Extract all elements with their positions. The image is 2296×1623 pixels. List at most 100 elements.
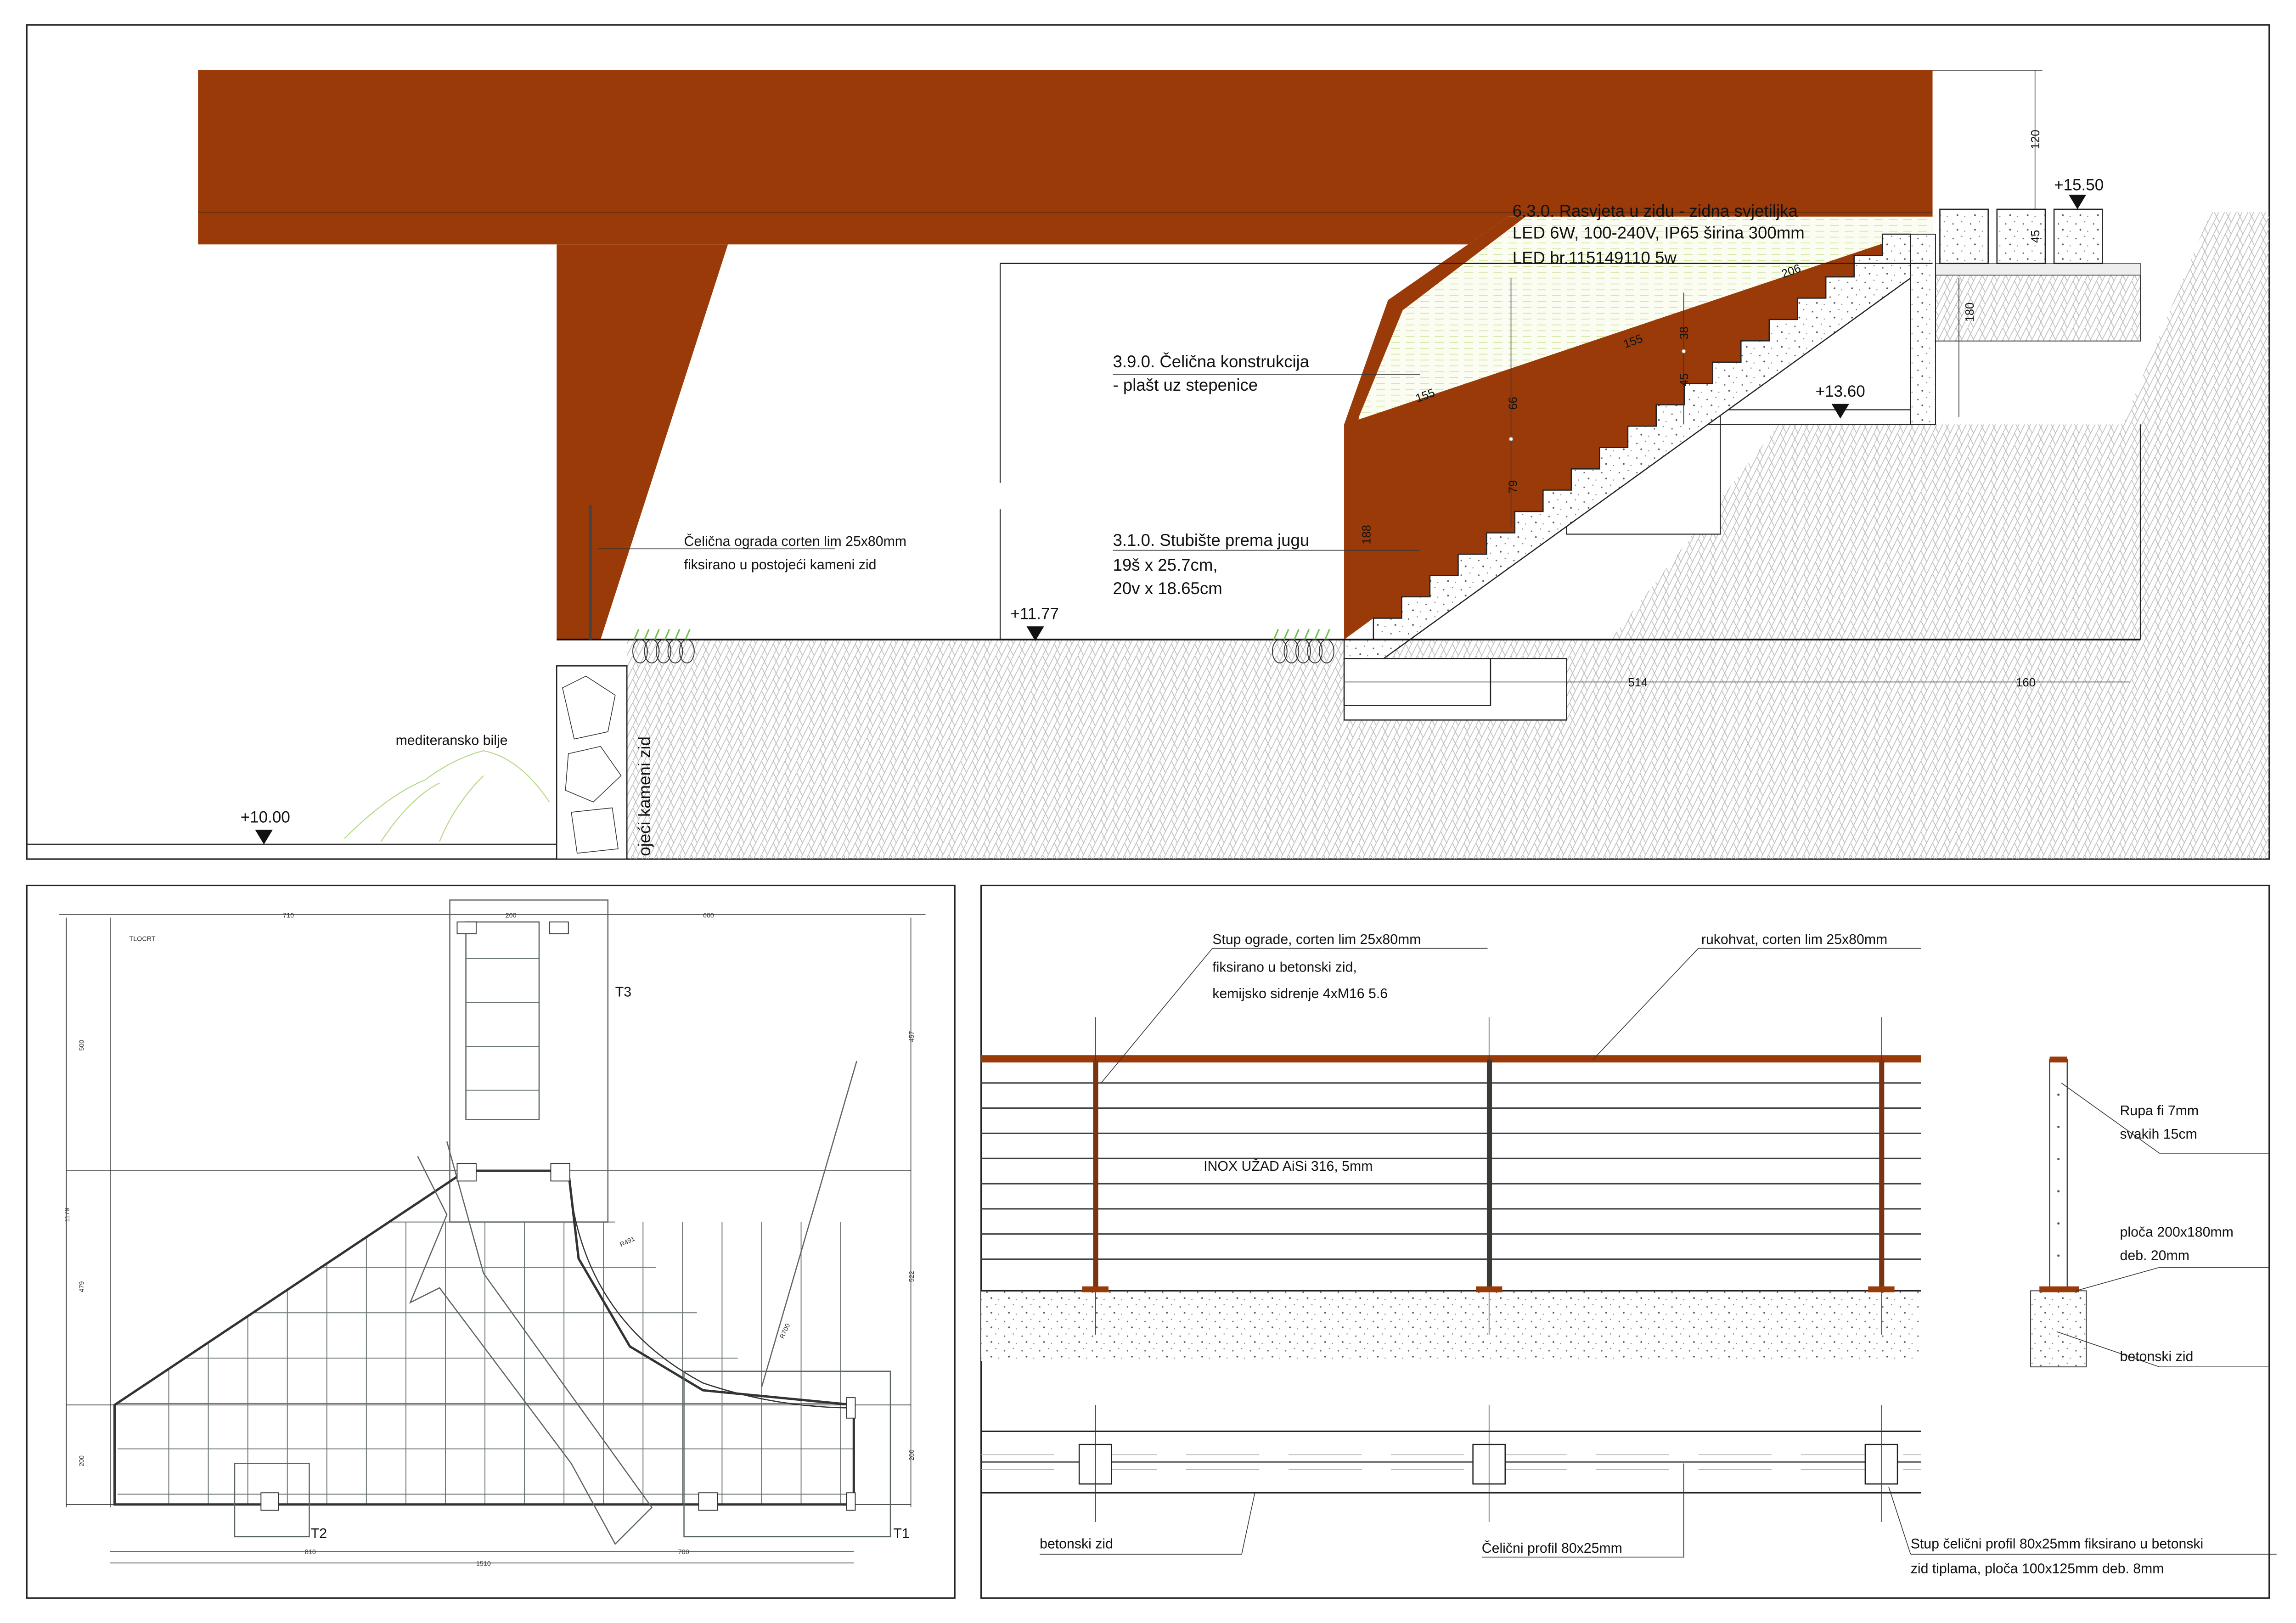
railing-panel: Stup ograde, corten lim 25x80mm fiksiran… xyxy=(980,884,2277,1599)
posts xyxy=(1082,1017,1895,1335)
leader-lines xyxy=(1040,948,2277,1558)
plan-outline xyxy=(113,1169,855,1506)
railing-plan-view xyxy=(981,1405,1921,1522)
zone-t1-label: T1 xyxy=(893,1526,909,1541)
svg-text:LED 6W, 100-240V, IP65 širina: LED 6W, 100-240V, IP65 širina 300mm xyxy=(1513,224,1805,242)
svg-text:1179: 1179 xyxy=(64,1208,71,1222)
svg-text:3.9.0. Čelična konstrukcija: 3.9.0. Čelična konstrukcija xyxy=(1113,352,1309,371)
svg-text:810: 810 xyxy=(305,1549,316,1556)
corten-column xyxy=(557,244,728,640)
svg-text:38: 38 xyxy=(1678,326,1691,339)
concrete-stairs xyxy=(1343,233,1911,659)
svg-text:200: 200 xyxy=(506,912,517,920)
post-label: Stup ograde, corten lim 25x80mm fiksiran… xyxy=(1212,932,1421,1001)
anchor-plates xyxy=(260,921,856,1511)
svg-text:- plašt uz stepenice: - plašt uz stepenice xyxy=(1113,376,1258,394)
shrub-roots xyxy=(632,639,1334,663)
svg-text:710: 710 xyxy=(283,912,294,920)
lighting-label: 6.3.0. Rasvjeta u zidu - zidna svjetiljk… xyxy=(1513,202,1805,267)
inox-cables xyxy=(981,1082,1921,1260)
post-side-detail xyxy=(2030,1056,2087,1368)
svg-text:514: 514 xyxy=(1628,676,1648,689)
svg-text:deb. 20mm: deb. 20mm xyxy=(2120,1248,2189,1263)
svg-text:479: 479 xyxy=(79,1281,86,1292)
svg-text:Čelična ograda corten lim 25x8: Čelična ograda corten lim 25x80mm xyxy=(684,534,906,549)
curved-railing xyxy=(568,1170,854,1409)
zone-t3-label: T3 xyxy=(615,985,631,1000)
svg-text:79: 79 xyxy=(1507,480,1519,493)
level-10-00: +10.00 xyxy=(241,808,290,826)
svg-text:188: 188 xyxy=(1361,525,1373,545)
concrete-wall-elevation xyxy=(981,1291,1921,1361)
hole-label: Rupa fi 7mm svakih 15cm xyxy=(2120,1103,2199,1142)
led-glow-area xyxy=(1344,216,1933,425)
svg-text:200: 200 xyxy=(908,1449,916,1460)
svg-text:Rupa fi 7mm: Rupa fi 7mm xyxy=(2120,1103,2199,1118)
stone-wall xyxy=(556,665,628,860)
svg-text:kemijsko sidrenje 4xM16 5.6: kemijsko sidrenje 4xM16 5.6 xyxy=(1212,986,1388,1001)
plants-label: mediteransko bilje xyxy=(396,733,508,748)
svg-text:120: 120 xyxy=(2029,130,2042,150)
svg-text:svakih 15cm: svakih 15cm xyxy=(2120,1127,2197,1142)
svg-text:160: 160 xyxy=(2016,676,2036,689)
plate-label: ploča 200x180mm deb. 20mm xyxy=(2120,1224,2234,1263)
profile-label: Čelični profil 80x25mm xyxy=(1482,1540,1622,1556)
svg-text:zid tiplama, ploča 100x125mm d: zid tiplama, ploča 100x125mm deb. 8mm xyxy=(1911,1561,2164,1577)
corten-shell xyxy=(1344,216,1526,640)
pavers xyxy=(1939,208,2103,264)
level-15-50: +15.50 xyxy=(2054,176,2104,194)
svg-text:3.1.0. Stubište prema jugu: 3.1.0. Stubište prema jugu xyxy=(1113,531,1309,550)
svg-text:fiksirano u betonski zid,: fiksirano u betonski zid, xyxy=(1212,960,1357,975)
svg-text:500: 500 xyxy=(79,1040,86,1051)
handrail-label: rukohvat, corten lim 25x80mm xyxy=(1701,932,1887,947)
svg-text:457: 457 xyxy=(908,1031,916,1042)
svg-text:ploča 200x180mm: ploča 200x180mm xyxy=(2120,1224,2234,1240)
post-plan-label: Stup čelični profil 80x25mm fiksirano u … xyxy=(1911,1536,2204,1576)
svg-text:180: 180 xyxy=(1964,303,1976,322)
railing-frame xyxy=(980,884,2270,1599)
svg-text:LED br.115149110 5w: LED br.115149110 5w xyxy=(1513,248,1677,267)
stone-wall-label: ojeći kameni zid xyxy=(635,736,654,856)
level-markers: +15.50 +13.60 +11.77 +10.00 xyxy=(241,176,2104,845)
terrain-slope xyxy=(1610,212,2269,859)
svg-text:200: 200 xyxy=(79,1455,86,1466)
wall-label-side: betonski zid xyxy=(2120,1349,2194,1364)
stairs-label: 3.1.0. Stubište prema jugu 19š x 25.7cm,… xyxy=(1113,531,1420,598)
plan-dimensions: 710 200 600 500 1179 479 200 457 522 200… xyxy=(64,912,916,1568)
svg-text:600: 600 xyxy=(703,912,714,920)
svg-text:66: 66 xyxy=(1507,397,1519,410)
steel-structure-label: 3.9.0. Čelična konstrukcija - plašt uz s… xyxy=(1113,352,1420,394)
svg-text:1510: 1510 xyxy=(476,1561,491,1568)
svg-text:6.3.0. Rasvjeta u zidu - zidna: 6.3.0. Rasvjeta u zidu - zidna svjetiljk… xyxy=(1513,202,1798,220)
corten-beam xyxy=(198,70,1933,245)
svg-text:522: 522 xyxy=(908,1271,916,1282)
wall-label-plan: betonski zid xyxy=(1040,1536,1113,1551)
plan-frame xyxy=(26,884,956,1599)
svg-text:fiksirano u postojeći kameni z: fiksirano u postojeći kameni zid xyxy=(684,557,877,573)
svg-text:45: 45 xyxy=(2029,230,2042,243)
stair-grid xyxy=(117,958,854,1505)
plan-panel: TLOCRT T3 T2 T1 R491 R700 710 200 600 50… xyxy=(26,884,956,1599)
section-dimensions: 120 45 180 206 155 155 38 45 66 79 188 5… xyxy=(1344,70,2130,689)
svg-text:Stup čelični profil 80x25mm fi: Stup čelični profil 80x25mm fiksirano u … xyxy=(1911,1536,2204,1551)
svg-text:20v x 18.65cm: 20v x 18.65cm xyxy=(1113,579,1222,598)
section-panel: +15.50 +13.60 +11.77 +10.00 6.3.0. Rasvj… xyxy=(26,24,2270,860)
handrail xyxy=(981,1055,1921,1063)
level-13-60: +13.60 xyxy=(1816,382,1865,400)
fence-label: Čelična ograda corten lim 25x80mm fiksir… xyxy=(684,534,906,573)
level-11-77: +11.77 xyxy=(1010,605,1059,623)
plan-title: TLOCRT xyxy=(129,936,155,943)
stair-foundation xyxy=(1343,658,1567,721)
radius-r700: R700 xyxy=(778,1322,792,1340)
svg-text:19š x 25.7cm,: 19š x 25.7cm, xyxy=(1113,556,1217,574)
zone-t2-label: T2 xyxy=(311,1526,327,1541)
svg-text:45: 45 xyxy=(1678,373,1691,386)
cable-label: INOX UŽAD AiSi 316, 5mm xyxy=(1204,1159,1373,1174)
zone-t3-box xyxy=(449,899,609,1223)
terrace-fill xyxy=(1935,275,2141,342)
svg-text:700: 700 xyxy=(678,1549,689,1556)
plant-icon xyxy=(344,629,1330,842)
svg-text:Stup ograde, corten lim 25x80: Stup ograde, corten lim 25x80mm xyxy=(1212,932,1421,947)
radius-r491: R491 xyxy=(619,1235,636,1248)
